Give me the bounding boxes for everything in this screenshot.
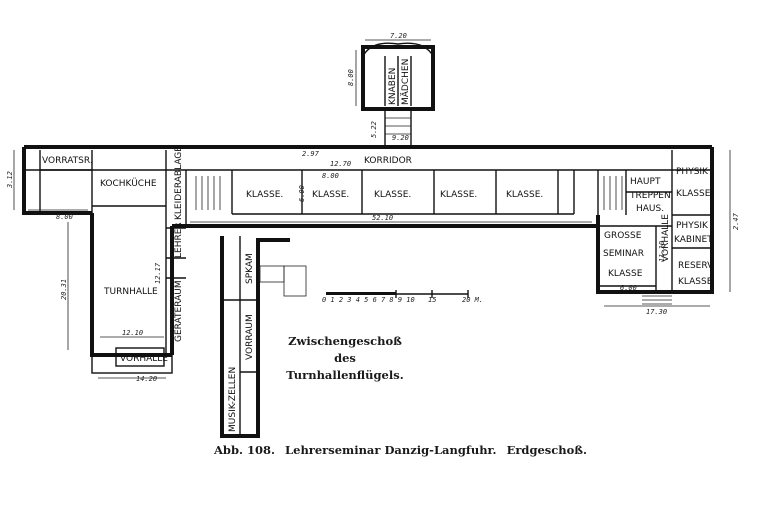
- dim-1270: 12.70: [330, 160, 351, 168]
- dim-312: 3.12: [6, 171, 14, 189]
- room-klasse-2: KLASSE.: [312, 190, 349, 200]
- room-reserv-line2: KLASSE: [678, 277, 713, 287]
- dim-1210: 12.10: [122, 329, 143, 337]
- inset-line2: des: [334, 351, 356, 365]
- room-physik-klasse-line2: KLASSE: [676, 189, 711, 199]
- room-haus-line: HAUS.: [636, 204, 664, 214]
- room-klasse-1: KLASSE.: [246, 190, 283, 200]
- dim-600b: 6.00: [620, 284, 637, 292]
- scale-ticks: 0 1 2 3 4 5 6 7 8 9 10: [322, 296, 415, 304]
- room-seminar-line: SEMINAR: [603, 249, 644, 259]
- dim-800b: 8.00: [322, 172, 339, 180]
- figure-caption: Abb. 108. Lehrerseminar Danzig-Langfuhr.…: [214, 443, 593, 457]
- room-physik-kabinet-line1: PHYSIK: [676, 221, 709, 231]
- room-klasse-line: KLASSE: [608, 269, 643, 279]
- room-vorratsr: VORRATSR.: [42, 156, 93, 166]
- caption-title: Lehrerseminar Danzig-Langfuhr.: [285, 443, 497, 457]
- dim-1420: 14.20: [136, 375, 157, 383]
- room-lehrer: LEHRER: [174, 222, 184, 258]
- dim-522: 5.22: [370, 121, 378, 138]
- main-wing: [22, 145, 714, 374]
- toilet-annex: [361, 42, 435, 148]
- room-musik-zellen: MUSIK-ZELLEN: [228, 367, 238, 432]
- room-physik-klasse-line1: PHYSIK: [676, 167, 709, 177]
- room-kleiderablage: KLEIDERABLAGE: [174, 146, 184, 220]
- dim-247: 2.47: [732, 212, 740, 230]
- room-treppen-line: TREPPEN: [629, 191, 671, 201]
- room-grosse-line: GROSSE: [604, 231, 642, 241]
- room-vorraum: VORRAUM: [245, 314, 255, 360]
- inset-label: Zwischengeschoß des Turnhallenflügels.: [280, 333, 410, 384]
- room-geraeteraum: GERÄTERAUM: [173, 280, 184, 342]
- dim-920: 9.20: [392, 134, 409, 142]
- dim-1730: 17.30: [646, 308, 667, 316]
- dim-297: 2.97: [302, 150, 320, 158]
- dim-800c: 8.00: [56, 213, 73, 221]
- room-reserv-line1: RESERV.: [678, 261, 715, 271]
- mezzanine-inset: [220, 236, 307, 438]
- room-haupt-treppenhaus: HAUPT: [630, 177, 661, 187]
- room-turnhalle: TURNHALLE: [103, 287, 158, 297]
- haupt-line: HAUPT: [630, 177, 661, 187]
- room-klasse-3: KLASSE.: [374, 190, 411, 200]
- dim-5210: 52.10: [372, 214, 393, 222]
- dim-720: 7.20: [390, 32, 407, 40]
- scale-15: 15: [428, 296, 436, 304]
- room-knaben: KNABEN: [388, 68, 398, 105]
- caption-floor: Erdgeschoß.: [506, 443, 588, 457]
- room-kochkueche: KOCHKÜCHE: [100, 178, 157, 189]
- room-spkam: SPKAM: [245, 253, 255, 284]
- dim-800: 8.00: [347, 69, 355, 86]
- room-korridor: KORRIDOR: [364, 156, 412, 166]
- dim-600: 6.00: [298, 185, 306, 202]
- dim-1217: 12.17: [154, 262, 162, 284]
- dimension-lines: [13, 39, 731, 379]
- inset-line1: Zwischengeschoß: [288, 334, 402, 348]
- inset-line3: Turnhallenflügels.: [286, 368, 404, 382]
- room-vorhalle-left: VORHALLE: [120, 354, 168, 364]
- room-maedchen: MÄDCHEN: [400, 59, 411, 105]
- dim-2031: 20.31: [60, 279, 68, 300]
- room-klasse-4: KLASSE.: [440, 190, 477, 200]
- dim-1110: 11.10: [658, 241, 666, 262]
- scale-20m: 20 M.: [462, 296, 483, 304]
- room-vorhalle-right: VORHALLE: [661, 214, 671, 262]
- room-physik-kabinet-line2: KABINET.: [674, 235, 714, 245]
- caption-number: Abb. 108.: [214, 443, 276, 457]
- room-klasse-5: KLASSE.: [506, 190, 543, 200]
- scale-bar: 0 1 2 3 4 5 6 7 8 9 10 15 20 M.: [322, 290, 483, 304]
